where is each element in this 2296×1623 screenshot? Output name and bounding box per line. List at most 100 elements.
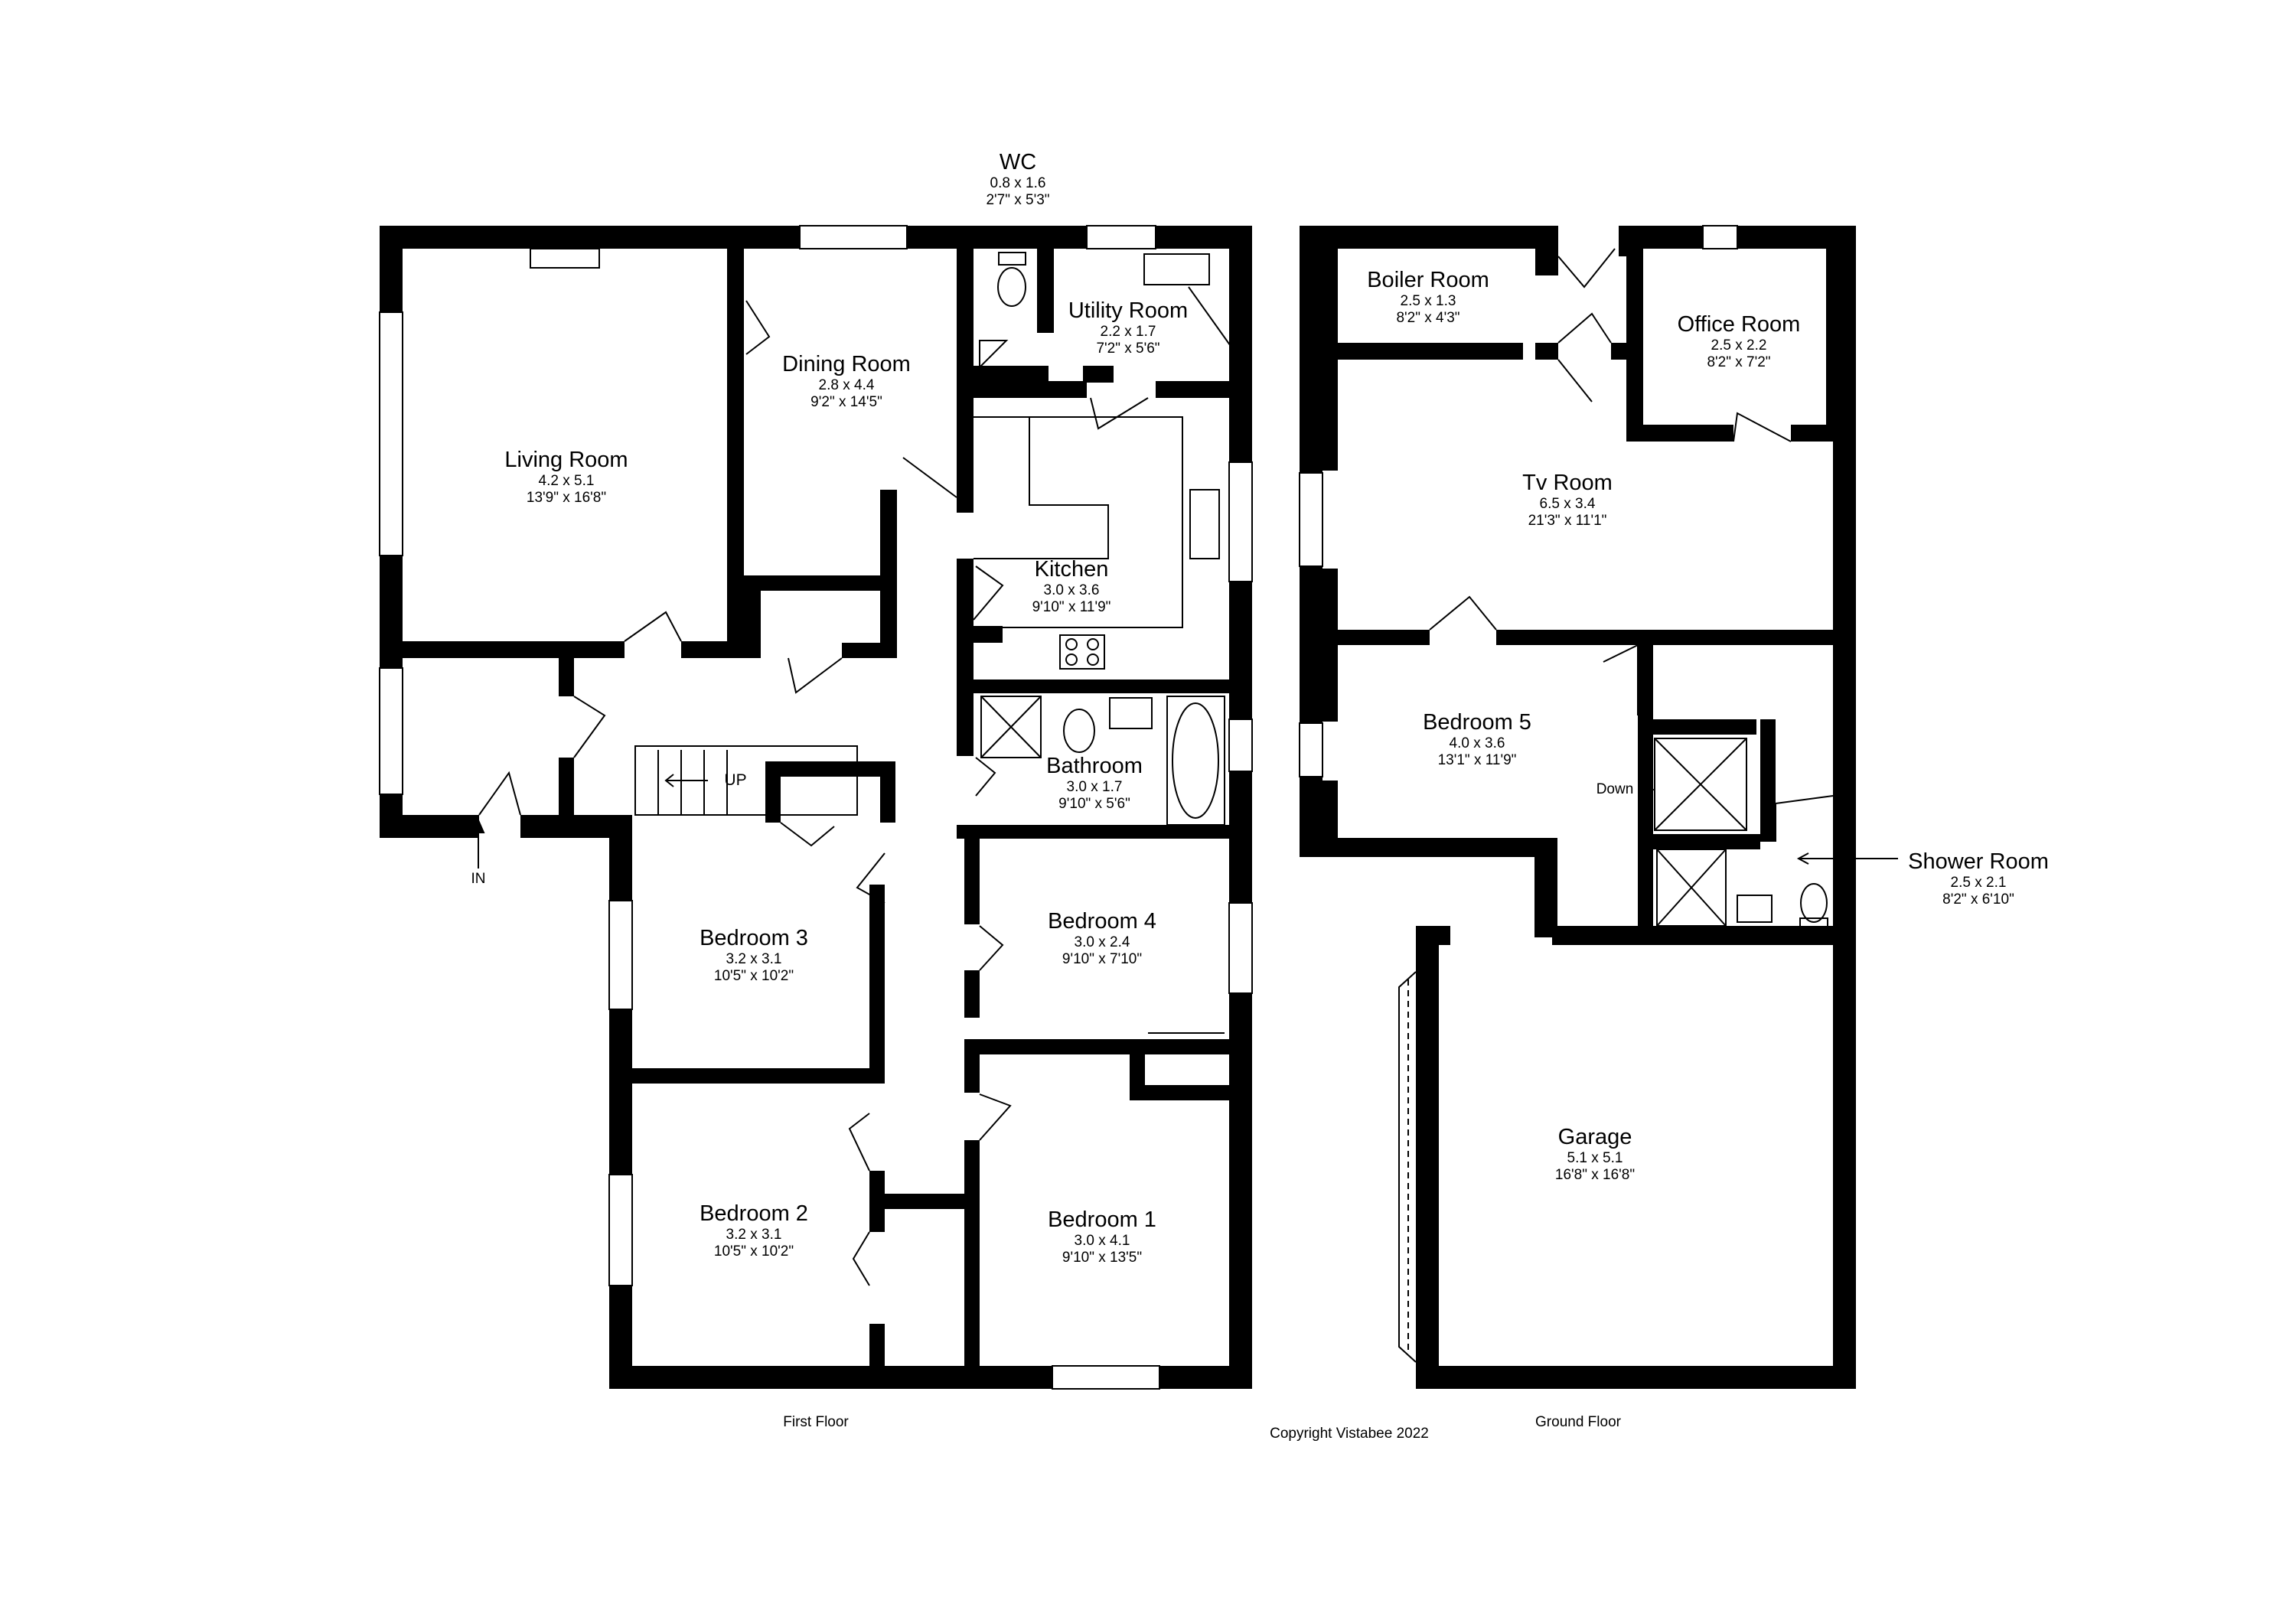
- window: [1228, 461, 1253, 582]
- shower-diagonal: [1656, 849, 1727, 927]
- hob-ring: [1065, 653, 1078, 666]
- room-dimensions-metric: 3.0 x 4.1: [1074, 1233, 1130, 1250]
- wall: [1322, 569, 1338, 722]
- wall: [957, 366, 1049, 383]
- wall: [559, 658, 574, 696]
- wall: [964, 1140, 980, 1389]
- room-dimensions-metric: 3.0 x 3.6: [1043, 582, 1100, 599]
- stairs-down-arrow: [1642, 785, 1655, 794]
- room-label-utility: Utility Room 2.2 x 1.7 7'2" x 5'6": [1068, 298, 1188, 357]
- room-name: Bedroom 5: [1423, 710, 1531, 735]
- shower-tray: [980, 696, 1042, 758]
- room-dimensions-imperial: 9'2" x 14'5": [810, 394, 882, 411]
- room-dimensions-imperial: 9'10" x 7'10": [1062, 951, 1143, 968]
- wall: [964, 1039, 1252, 1054]
- hob-ring: [1087, 638, 1099, 650]
- window: [1086, 225, 1156, 249]
- basin: [1109, 697, 1153, 729]
- room-label-bedroom2: Bedroom 2 3.2 x 3.1 10'5" x 10'2": [700, 1201, 808, 1260]
- wall: [1791, 425, 1837, 442]
- first-floor-windows: [379, 225, 1253, 1390]
- ground-floor-fixtures: [1642, 738, 1898, 930]
- wall: [1416, 1366, 1856, 1389]
- room-label-bedroom1: Bedroom 1 3.0 x 4.1 9'10" x 13'5": [1048, 1207, 1156, 1266]
- room-dimensions-imperial: 10'5" x 10'2": [713, 968, 794, 985]
- wall: [380, 815, 479, 838]
- door: [1557, 248, 1616, 288]
- window: [1299, 472, 1323, 567]
- room-dimensions-imperial: 21'3" x 11'1": [1528, 513, 1607, 530]
- wall: [1611, 343, 1626, 360]
- room-dimensions-metric: 2.2 x 1.7: [1100, 324, 1156, 341]
- room-dimensions-imperial: 13'1" x 11'9": [1437, 752, 1517, 769]
- stairs-up-label: UP: [724, 771, 747, 789]
- wall: [744, 575, 889, 591]
- window: [379, 311, 403, 556]
- wall: [1416, 926, 1450, 945]
- room-name: Garage: [1557, 1125, 1632, 1149]
- wall: [1416, 926, 1439, 1389]
- wall: [1535, 249, 1558, 275]
- window: [799, 225, 908, 249]
- wall: [880, 761, 895, 823]
- door: [979, 1093, 1012, 1141]
- door: [1603, 644, 1639, 715]
- room-label-shower: Shower Room 2.5 x 2.1 8'2" x 6'10": [1908, 849, 2049, 908]
- hob-ring: [1087, 653, 1099, 666]
- ground-floor-walls: [1300, 226, 1856, 1389]
- wall: [964, 825, 980, 924]
- bath-inner: [1172, 702, 1219, 819]
- door: [1557, 312, 1612, 344]
- room-dimensions-imperial: 13'9" x 16'8": [526, 490, 607, 507]
- wall: [1496, 630, 1833, 645]
- wall: [1083, 366, 1114, 383]
- room-name: Dining Room: [782, 352, 911, 376]
- wall: [1130, 1085, 1252, 1100]
- wall: [1300, 226, 1558, 249]
- door: [780, 822, 835, 847]
- room-label-boiler: Boiler Room 2.5 x 1.3 8'2" x 4'3": [1367, 268, 1489, 327]
- shower-diagonal: [1654, 738, 1747, 831]
- wall: [1626, 249, 1643, 440]
- kitchen-island: [974, 417, 1109, 559]
- first-floor-fixtures: [530, 248, 1225, 1034]
- window: [379, 667, 403, 795]
- room-name: Office Room: [1677, 312, 1801, 337]
- room-name: Shower Room: [1908, 849, 2049, 874]
- toilet-cistern: [1799, 917, 1828, 930]
- window: [608, 900, 633, 1010]
- wall: [972, 381, 1087, 398]
- door: [902, 457, 957, 498]
- wall: [842, 643, 897, 658]
- room-label-tv: Tv Room 6.5 x 3.4 21'3" x 11'1": [1522, 471, 1613, 530]
- room-label-office: Office Room 2.5 x 2.2 8'2" x 7'2": [1678, 312, 1801, 371]
- toilet-cistern: [998, 252, 1026, 266]
- window: [1228, 719, 1253, 772]
- wall: [403, 641, 625, 658]
- window: [1052, 1365, 1160, 1390]
- room-dimensions-imperial: 8'2" x 4'3": [1396, 310, 1460, 327]
- wall: [964, 1054, 980, 1093]
- wall: [957, 825, 1252, 839]
- room-dimensions-metric: 4.2 x 5.1: [538, 473, 595, 490]
- ground-floor-caption: Ground Floor: [1535, 1414, 1621, 1430]
- entrance-arrow: [471, 818, 485, 869]
- wall: [1552, 926, 1843, 945]
- door: [1775, 795, 1834, 842]
- window: [608, 1174, 633, 1286]
- wall: [1535, 343, 1558, 360]
- wall: [1037, 249, 1054, 333]
- wall: [869, 1324, 885, 1389]
- window: [530, 248, 600, 269]
- room-dimensions-metric: 3.0 x 2.4: [1074, 934, 1130, 951]
- wall: [1322, 781, 1338, 838]
- wall: [559, 758, 574, 815]
- room-label-bedroom4: Bedroom 4 3.0 x 2.4 9'10" x 7'10": [1048, 909, 1156, 968]
- door: [973, 565, 1004, 621]
- room-dimensions-metric: 4.0 x 3.6: [1449, 735, 1505, 752]
- door: [478, 771, 521, 816]
- kitchen-counter: [974, 416, 1183, 628]
- ground-floor-windows: [1299, 225, 1738, 777]
- room-label-bedroom3: Bedroom 3 3.2 x 3.1 10'5" x 10'2": [700, 926, 808, 985]
